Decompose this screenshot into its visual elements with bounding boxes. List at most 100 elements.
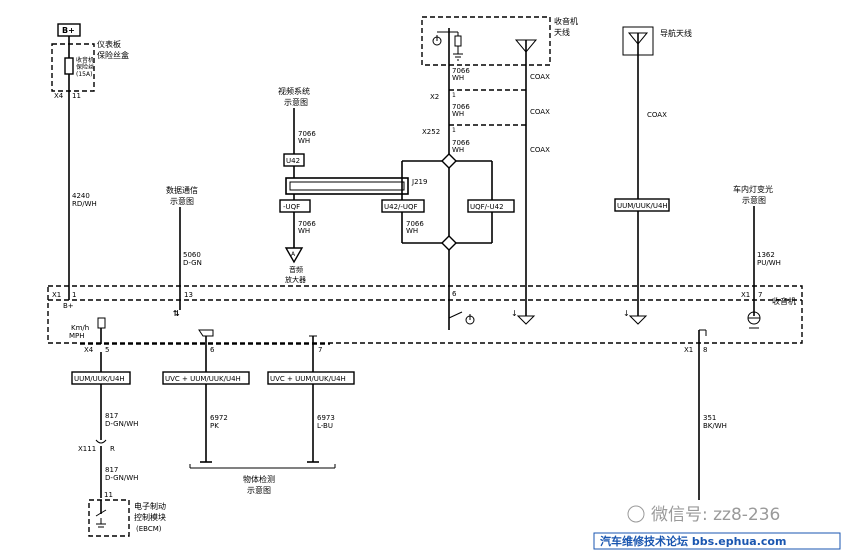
dome-conn: X1: [741, 291, 750, 299]
nav-in-arrow-icon: ↓: [623, 309, 630, 318]
lower-option3-label: UVC + UUM/UUK/U4H: [270, 375, 346, 383]
antenna-wire2-num: 7066: [452, 103, 470, 111]
forum-watermark-box: [593, 532, 841, 550]
uqf-u42-label: UQF/-U42: [470, 203, 504, 211]
audio-amp-mark: A: [291, 251, 296, 258]
data-comm-pin: 13: [184, 291, 193, 299]
splice-wire-num: 7066: [406, 220, 424, 228]
dome-pin: 7: [758, 291, 762, 299]
ebcm-pin: 11: [104, 491, 113, 499]
splice-diamond-bottom: [441, 235, 457, 251]
audio-amp-line1: 音频: [289, 265, 303, 274]
u42-uqf-label: U42/-UQF: [384, 203, 418, 211]
wire-351-color: BK/WH: [703, 422, 727, 430]
conn-x111-pin: R: [110, 445, 115, 453]
splice-wire-color: WH: [406, 227, 418, 235]
video-wire2-color: WH: [298, 227, 310, 235]
wire-6972-num: 6972: [210, 414, 228, 422]
conn-x252-pin: 1: [452, 127, 456, 134]
wire-817b-num: 817: [105, 466, 118, 474]
object-detect-input-icon: [198, 329, 214, 337]
antenna-wire1-num: 7066: [452, 67, 470, 75]
coax-radio-end-icon: [516, 315, 536, 325]
u42-uqf-box: [381, 199, 425, 213]
video-wire2-num: 7066: [298, 220, 316, 228]
wire-6973-num: 6973: [317, 414, 335, 422]
j219-splice-outer: [285, 177, 409, 195]
vss-icon: [97, 317, 106, 329]
fuse-conn: X4: [54, 92, 64, 100]
radio-pin8: 8: [703, 346, 707, 354]
conn-x252-label: X252: [422, 128, 440, 136]
conn-x2-pin: 1: [452, 92, 456, 99]
fuse-line1: 收音机: [76, 56, 94, 64]
u42-label: U42: [286, 157, 300, 165]
video-wire-num: 7066: [298, 130, 316, 138]
ebcm-line1: 电子制动: [134, 501, 166, 511]
radio-pin-x1: 1: [72, 291, 76, 299]
antenna-wire3-num: 7066: [452, 139, 470, 147]
j219-label: J219: [411, 178, 427, 186]
antenna-wire1-color: WH: [452, 74, 464, 82]
antenna-resistor: [454, 35, 462, 47]
wire-6973-color: L-BU: [317, 422, 333, 430]
switch-icon: [448, 311, 463, 319]
nav-option-label: UUM/UUK/U4H: [617, 202, 668, 210]
wire-817b-color: D-GN/WH: [105, 474, 138, 482]
uqf-u42-box: [467, 199, 515, 213]
dome-line2: 示意图: [742, 195, 766, 205]
coax2-label: COAX: [530, 108, 550, 116]
radio-pin7: 7: [318, 346, 322, 354]
splice-diamond-top: [441, 153, 457, 169]
lower-option1-label: UUM/UUK/U4H: [74, 375, 125, 383]
radio-conn-x1b: X1: [684, 346, 693, 354]
ebcm-switch-icon: [95, 509, 107, 517]
nav-coax-label: COAX: [647, 111, 667, 119]
bidirectional-arrow-icon: ⇅: [173, 309, 180, 318]
radio-pin5: 5: [105, 346, 109, 354]
coax3-label: COAX: [530, 146, 550, 154]
connector-x111: [95, 439, 107, 444]
antenna-wire2-color: WH: [452, 110, 464, 118]
fuse-icon: [64, 57, 74, 75]
object-detect-line2: 示意图: [247, 485, 271, 495]
wire-1362-color: PU/WH: [757, 259, 781, 267]
uqf-neg-label: -UQF: [283, 203, 300, 211]
coax-nav-end-icon: [628, 315, 648, 325]
wire-6972-color: PK: [210, 422, 219, 430]
audio-amp-triangle: [284, 247, 304, 264]
radio-antenna-line2: 天线: [554, 27, 570, 37]
wire-5060-color: D-GN: [183, 259, 202, 267]
antenna-wire3-color: WH: [452, 146, 464, 154]
nav-option-box: [614, 198, 670, 212]
wire-817a-num: 817: [105, 412, 118, 420]
radio-conn-x4: X4: [84, 346, 94, 354]
splice-pin: 6: [452, 290, 457, 298]
conn-x111-label: X111: [78, 445, 96, 453]
fuse-panel-line2: 保险丝盒: [97, 50, 129, 60]
fuse-pin: 11: [72, 92, 81, 100]
fuse-panel-box: [51, 43, 95, 92]
wire-4240-color: RD/WH: [72, 200, 97, 208]
lower-option2-label: UVC + UUM/UUK/U4H: [165, 375, 241, 383]
radio-antenna-line1: 收音机: [554, 16, 578, 26]
radio-module-box: [47, 285, 803, 344]
ebcm-line2: 控制模块: [134, 512, 166, 522]
lower-option3-box: [267, 371, 355, 385]
vss-label-mph: MPH: [69, 332, 85, 340]
bplus-label: B+: [62, 26, 75, 35]
vss-label-kmh: Km/h: [71, 324, 89, 332]
conn-x2-label: X2: [430, 93, 439, 101]
dome-line1: 车内灯变光: [733, 184, 773, 194]
wire-817a-color: D-GN/WH: [105, 420, 138, 428]
ebcm-box: [88, 499, 130, 537]
coax1-label: COAX: [530, 73, 550, 81]
radio-antenna-box: [421, 16, 551, 66]
forum-watermark: 汽车维修技术论坛 bbs.ephua.com: [600, 534, 786, 548]
uqf-neg-box: [279, 199, 311, 213]
j219-splice-inner: [289, 181, 405, 191]
video-line2: 示意图: [284, 97, 308, 107]
radio-in-arrow-icon: ↓: [511, 309, 518, 318]
